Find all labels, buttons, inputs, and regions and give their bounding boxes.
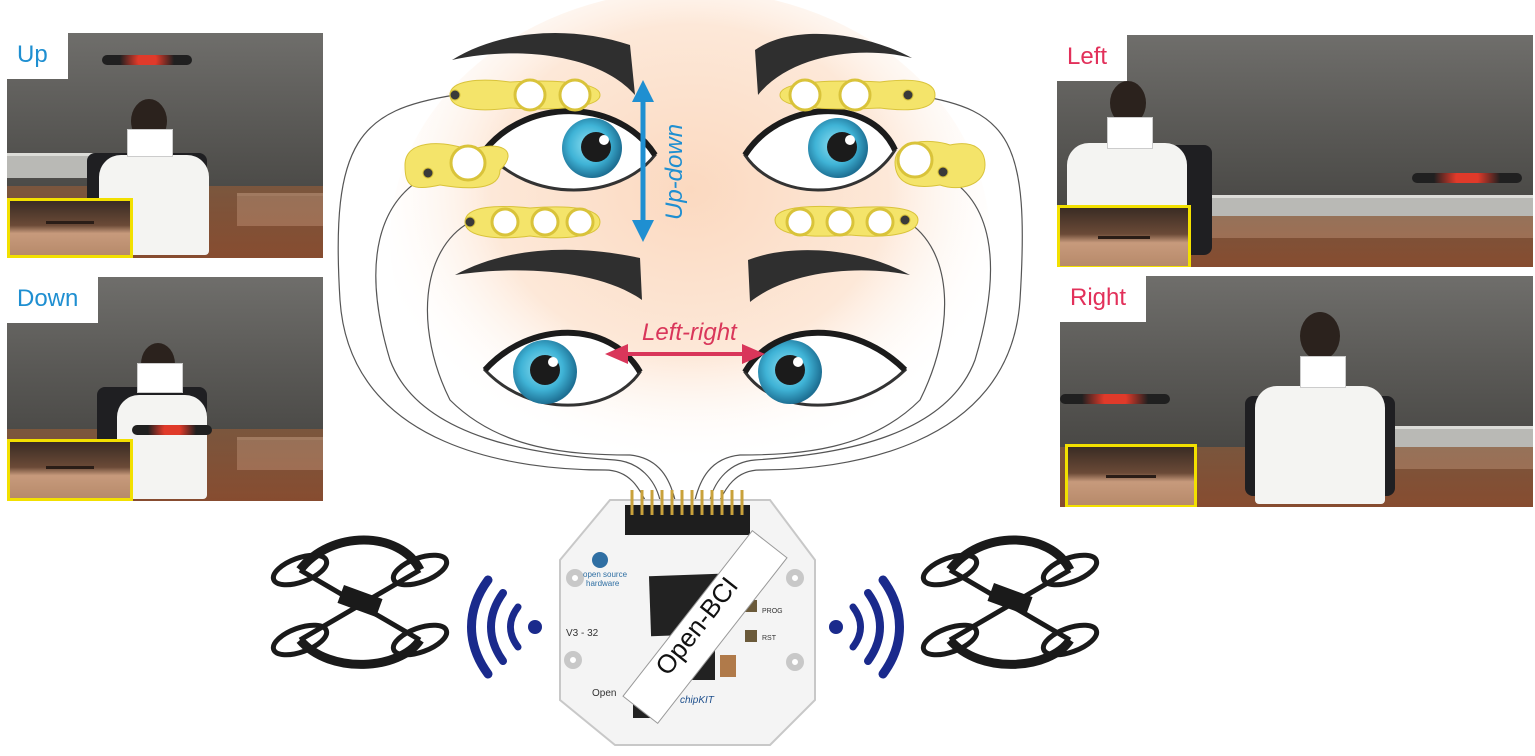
photo-left: Left xyxy=(1057,35,1533,267)
board-version: V3 - 32 xyxy=(566,628,599,639)
face-inset xyxy=(1057,205,1191,267)
eyebrow-right-bottom xyxy=(748,250,910,302)
wireless-right-icon xyxy=(829,575,904,679)
photo-label-right: Right xyxy=(1060,276,1147,322)
face-mask xyxy=(127,129,173,157)
wireless-left-icon xyxy=(467,575,542,679)
arrow-up-down xyxy=(632,80,654,242)
arrow-left-right xyxy=(605,344,765,364)
drone-photo xyxy=(132,425,212,435)
board-brand: chipKIT xyxy=(680,695,715,706)
eyebrow-left-top xyxy=(452,33,635,95)
eyebrow-right-top xyxy=(755,33,912,95)
drone-photo xyxy=(102,55,192,65)
face-inset xyxy=(1065,444,1197,507)
drone-right-icon xyxy=(920,535,1100,669)
drone-left-icon xyxy=(270,535,450,669)
eye-right-top xyxy=(742,108,898,192)
face-mask xyxy=(137,363,183,393)
board-logo-line1: open source xyxy=(583,570,628,579)
board-rst: RST xyxy=(762,635,777,642)
face-inset xyxy=(7,198,133,258)
board-logo-line2: hardware xyxy=(586,579,620,588)
photo-label-left: Left xyxy=(1057,35,1128,81)
board-prog: PROG xyxy=(762,608,783,615)
face-mask xyxy=(1107,117,1153,149)
electrode-wires xyxy=(337,94,1023,501)
photo-down: Down xyxy=(7,277,323,501)
photo-right: Right xyxy=(1060,276,1533,507)
drone-photo xyxy=(1412,173,1522,183)
drone-photo xyxy=(1060,394,1170,404)
eye-left-top xyxy=(482,108,658,192)
photo-up: Up xyxy=(7,33,323,258)
arrow-left-right-label: Left-right xyxy=(642,319,738,346)
eyebrow-left-bottom xyxy=(455,249,642,300)
board-partial-text: Open xyxy=(592,688,616,699)
photo-label-up: Up xyxy=(7,33,68,79)
face-inset xyxy=(7,439,133,501)
face-mask xyxy=(1300,356,1346,388)
photo-label-down: Down xyxy=(7,277,99,323)
arrow-up-down-label: Up-down xyxy=(661,124,688,220)
openbci-board xyxy=(559,490,816,746)
